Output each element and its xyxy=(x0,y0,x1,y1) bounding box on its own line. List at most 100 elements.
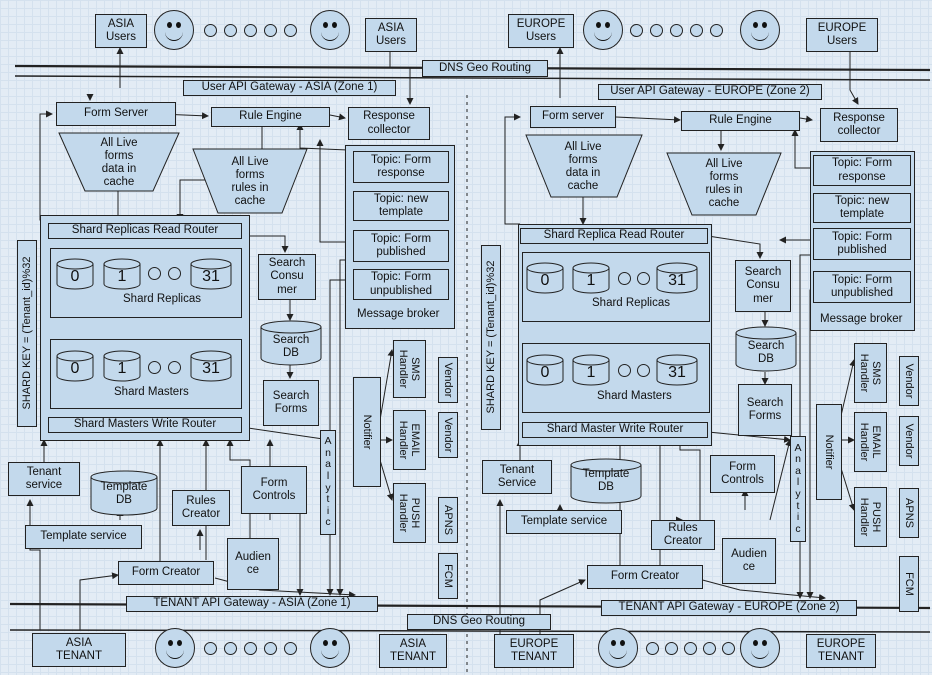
europe-apns: APNS xyxy=(903,498,916,528)
asia-topic-form-response: Topic: Form response xyxy=(353,151,449,183)
asia-replica-shard-1: 1 xyxy=(103,258,141,290)
asia-vendor-1: Vendor xyxy=(442,362,455,398)
asia-master-shard-0: 0 xyxy=(56,350,94,382)
asia-users-box: ASIA Users xyxy=(95,14,147,48)
ellipsis-dot-icon xyxy=(224,24,237,37)
shard-id-label: 0 xyxy=(540,272,550,289)
asia-search-forms: Search Forms xyxy=(263,380,319,426)
asia-template-service: Template service xyxy=(25,525,142,549)
ellipsis-dot-icon xyxy=(244,642,257,655)
europe-template-db: Template DB xyxy=(570,458,642,504)
shard-id-label: 0 xyxy=(70,360,80,377)
asia-users-box-2: ASIA Users xyxy=(365,18,417,52)
asia-form-controls: Form Controls xyxy=(241,466,307,514)
asia-shard-masters-label: Shard Masters xyxy=(114,386,189,398)
shard-id-label: 0 xyxy=(70,268,80,285)
asia-shard-masters-group xyxy=(50,339,242,409)
europe-topic-form-unpublished: Topic: Form unpublished xyxy=(813,271,911,303)
ellipsis-dot-icon xyxy=(703,642,716,655)
shard-id-label: 1 xyxy=(586,364,596,381)
asia-shard-read-router: Shard Replicas Read Router xyxy=(48,223,242,239)
ellipsis-dot-icon xyxy=(264,642,277,655)
europe-fcm: FCM xyxy=(903,572,916,596)
asia-topic-form-unpublished: Topic: Form unpublished xyxy=(353,269,449,300)
europe-shard-read-router: Shard Replica Read Router xyxy=(520,228,708,244)
europe-users-box-2: EUROPE Users xyxy=(806,18,878,52)
tenant-face-icon xyxy=(155,628,195,668)
europe-shard-cluster xyxy=(518,224,712,446)
asia-tenant-box-2: ASIA TENANT xyxy=(379,634,447,668)
ellipsis-dot-icon xyxy=(618,364,631,377)
europe-topic-form-published: Topic: Form published xyxy=(813,228,911,260)
europe-push-handler-box xyxy=(854,487,887,547)
shard-id-label: 31 xyxy=(668,272,686,289)
user-face-icon xyxy=(740,10,780,50)
europe-replica-shard-31: 31 xyxy=(656,262,698,294)
asia-tenant-api-gateway: TENANT API Gateway - ASIA (Zone 1) xyxy=(126,596,378,612)
europe-forms-cache-funnel xyxy=(525,134,643,198)
asia-fcm: FCM xyxy=(442,564,455,588)
asia-email-handler: EMAIL Handler xyxy=(397,420,422,460)
asia-shard-key-box xyxy=(17,240,37,427)
tenant-face-icon xyxy=(310,628,350,668)
europe-vendor-2: Vendor xyxy=(903,423,916,459)
europe-topic-new-template: Topic: new template xyxy=(813,193,911,223)
user-face-icon xyxy=(583,10,623,50)
ellipsis-dot-icon xyxy=(168,267,181,280)
europe-rule-engine: Rule Engine xyxy=(681,111,800,131)
asia-vendor-1-box xyxy=(438,357,458,403)
asia-topic-new-template: Topic: new template xyxy=(353,191,449,221)
asia-apns-box xyxy=(438,497,458,543)
asia-message-broker-label: Message broker xyxy=(357,308,440,320)
asia-push-handler: PUSH Handler xyxy=(397,493,422,533)
europe-vendor-1-box xyxy=(899,356,919,406)
europe-master-shard-1: 1 xyxy=(572,354,610,386)
asia-tenant-service: Tenant service xyxy=(8,462,80,496)
shard-id-label: 31 xyxy=(668,364,686,381)
ellipsis-dot-icon xyxy=(244,24,257,37)
europe-search-consumer: Search Consu mer xyxy=(735,260,791,312)
asia-audience: Audien ce xyxy=(227,538,279,590)
europe-fcm-box xyxy=(899,556,919,612)
europe-notifier: Notifier xyxy=(823,434,836,470)
asia-rules-creator: Rules Creator xyxy=(172,490,230,526)
europe-live-rules-cache: All Live forms rules in cache xyxy=(705,157,743,210)
europe-response-collector: Response collector xyxy=(820,108,898,142)
asia-analytic: A n a l y t i c xyxy=(320,430,336,535)
asia-form-server: Form Server xyxy=(56,102,176,126)
ellipsis-dot-icon xyxy=(637,272,650,285)
europe-form-creator: Form Creator xyxy=(587,565,703,589)
ellipsis-dot-icon xyxy=(630,24,643,37)
europe-form-server: Form server xyxy=(530,106,616,128)
asia-shard-write-router: Shard Masters Write Router xyxy=(48,417,242,433)
asia-vendor-2-box xyxy=(438,412,458,458)
asia-master-shard-1: 1 xyxy=(103,350,141,382)
asia-rule-engine: Rule Engine xyxy=(211,107,330,127)
asia-shard-cluster xyxy=(40,215,250,441)
europe-template-service: Template service xyxy=(506,510,622,534)
europe-shard-masters-label: Shard Masters xyxy=(597,390,672,402)
ellipsis-dot-icon xyxy=(710,24,723,37)
ellipsis-dot-icon xyxy=(284,24,297,37)
ellipsis-dot-icon xyxy=(284,642,297,655)
asia-shard-replicas-label: Shard Replicas xyxy=(123,293,201,305)
europe-email-handler: EMAIL Handler xyxy=(858,422,883,462)
ellipsis-dot-icon xyxy=(650,24,663,37)
ellipsis-dot-icon xyxy=(722,642,735,655)
asia-vendor-2: Vendor xyxy=(442,417,455,453)
shard-id-label: 1 xyxy=(117,360,127,377)
europe-tenant-service: Tenant Service xyxy=(482,460,552,494)
shard-id-label: 0 xyxy=(540,364,550,381)
europe-tenant-api-gateway: TENANT API Gateway - EUROPE (Zone 2) xyxy=(601,600,857,616)
europe-apns-box xyxy=(899,488,919,538)
europe-topic-form-response: Topic: Form response xyxy=(813,155,911,186)
ellipsis-dot-icon xyxy=(148,267,161,280)
asia-replica-shard-31: 31 xyxy=(190,258,232,290)
asia-tenant-box: ASIA TENANT xyxy=(32,633,126,667)
europe-tenant-box: EUROPE TENANT xyxy=(494,634,574,668)
europe-vendor-1: Vendor xyxy=(903,363,916,399)
asia-topic-form-published: Topic: Form published xyxy=(353,230,449,262)
ellipsis-dot-icon xyxy=(690,24,703,37)
tenant-face-icon xyxy=(598,628,638,668)
